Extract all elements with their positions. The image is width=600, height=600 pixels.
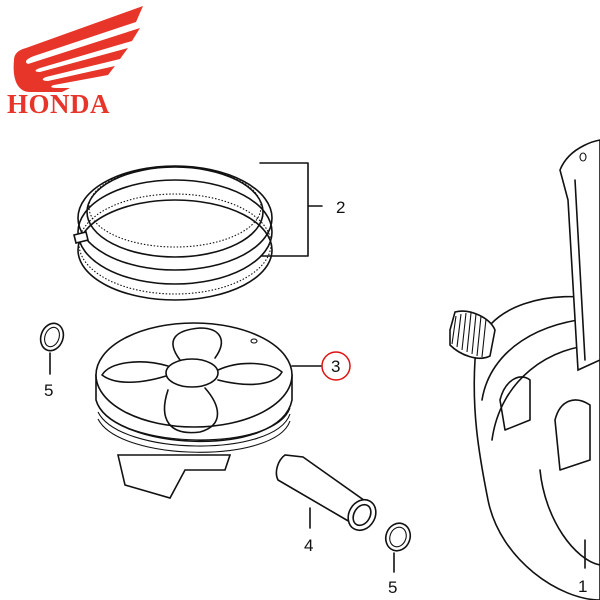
callout-label[interactable]: 2	[336, 198, 345, 217]
highlight-circle	[321, 351, 351, 381]
callout-5-right: 5	[388, 552, 397, 597]
callout-2: 2	[259, 162, 345, 257]
crankshaft-drawing	[449, 139, 600, 600]
clip-left-drawing	[39, 322, 65, 352]
callout-3: 3	[291, 351, 351, 381]
callout-label[interactable]: 4	[304, 536, 313, 555]
brand-wordmark: HONDA	[7, 89, 110, 119]
callout-label[interactable]: 1	[578, 577, 587, 596]
piston-drawing	[95, 322, 293, 499]
honda-wing-icon	[13, 6, 143, 92]
spline-shaft	[449, 310, 496, 360]
callout-5-left: 5	[44, 352, 53, 400]
callout-label[interactable]: 3	[331, 357, 340, 376]
callout-label[interactable]: 5	[388, 578, 397, 597]
callout-label[interactable]: 5	[44, 381, 53, 400]
callout-1: 1	[578, 539, 587, 596]
clip-right-drawing	[384, 522, 412, 552]
callout-4: 4	[304, 507, 313, 555]
honda-logo: HONDA	[7, 6, 143, 119]
piston-pin-drawing	[275, 454, 377, 532]
piston-ring-set-drawing	[73, 165, 273, 301]
